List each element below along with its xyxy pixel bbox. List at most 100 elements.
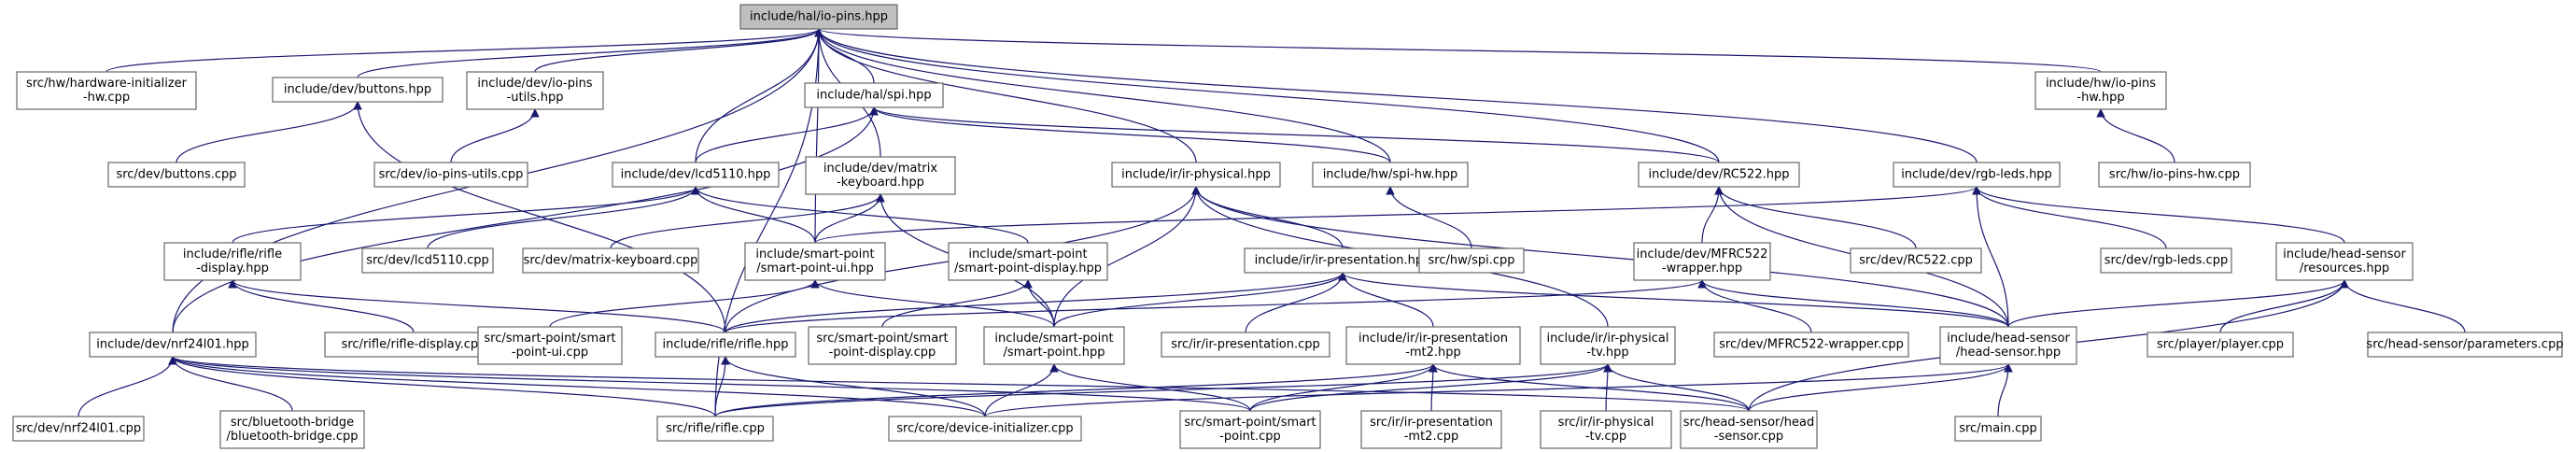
node-label: src/player/player.cpp <box>2157 338 2284 352</box>
dependency-edge <box>2219 279 2349 333</box>
file-node-sp-ui-cpp[interactable]: src/smart-point/smart-point-ui.cpp <box>477 326 623 365</box>
node-label: -sensor.cpp <box>1714 430 1783 444</box>
edge-path <box>1603 363 1750 412</box>
node-label: /resources.hpp <box>2300 261 2389 275</box>
edge-path <box>549 279 820 328</box>
file-node-io-pins-utils-hpp[interactable]: include/dev/io-pins-utils.hpp <box>466 71 604 110</box>
dependency-edge <box>814 28 2102 73</box>
dependency-edge <box>814 28 1978 163</box>
edge-path <box>814 28 823 244</box>
file-node-sp-display-hpp[interactable]: include/smart-point/smart-point-display.… <box>948 242 1108 281</box>
file-node-hs-cpp[interactable]: src/head-sensor/head-sensor.cpp <box>1680 410 1818 449</box>
file-node-player-cpp[interactable]: src/player/player.cpp <box>2147 332 2294 358</box>
file-node-sp-display-cpp[interactable]: src/smart-point/smart-point-display.cpp <box>808 326 957 365</box>
dependency-edge <box>1714 186 1917 249</box>
file-node-mfrc-cpp[interactable]: src/dev/MFRC522-wrapper.cpp <box>1713 332 1909 358</box>
node-label: include/rifle/rifle <box>183 247 282 261</box>
file-node-hw-init[interactable]: src/hw/hardware-initializer-hw.cpp <box>16 71 197 110</box>
dependency-edge <box>168 356 986 417</box>
node-label: src/dev/buttons.cpp <box>116 168 236 182</box>
file-node-params-cpp[interactable]: src/head-sensor/parameters.cpp <box>2366 332 2564 358</box>
dependency-edge <box>427 186 700 249</box>
node-label: src/dev/RC522.cpp <box>1859 254 1973 268</box>
file-node-nrf-cpp[interactable]: src/dev/nrf24l01.cpp <box>12 416 145 442</box>
node-box <box>612 162 780 188</box>
dependency-edge <box>1023 279 1055 328</box>
edge-path <box>714 363 1612 417</box>
edge-path <box>1053 272 1347 328</box>
file-node-hw-io-pins-hpp[interactable]: include/hw/io-pins-hw.hpp <box>2034 71 2167 110</box>
edge-path <box>1249 363 1438 412</box>
dependency-edge <box>714 356 730 417</box>
edge-path <box>1191 186 2009 328</box>
node-label: include/head-sensor <box>2283 247 2406 261</box>
file-node-matrix-kb-hpp[interactable]: include/dev/matrix-keyboard.hpp <box>805 156 956 195</box>
file-node-ir-pres-hpp[interactable]: include/ir/ir-presentation.hpp <box>1244 247 1442 274</box>
dependency-edge <box>77 356 177 417</box>
dependency-edge <box>1249 363 1612 412</box>
file-node-buttons-cpp[interactable]: src/dev/buttons.cpp <box>107 162 246 188</box>
file-node-nrf-hpp[interactable]: include/dev/nrf24l01.hpp <box>89 332 257 358</box>
file-node-ir-phys-tv-hpp[interactable]: include/ir/ir-physical-tv.hpp <box>1540 326 1676 365</box>
node-label: src/rifle/rifle-display.cpp <box>342 338 486 352</box>
node-box <box>1179 410 1321 449</box>
node-box <box>477 326 623 365</box>
file-node-rgb-leds-hpp[interactable]: include/dev/rgb-leds.hpp <box>1893 162 2061 188</box>
file-node-ir-pres-mt2-cpp[interactable]: src/ir/ir-presentation-mt2.cpp <box>1360 410 1502 449</box>
file-node-hs-hpp[interactable]: include/head-sensor/head-sensor.hpp <box>1939 326 2077 365</box>
file-node-matrix-kb-cpp[interactable]: src/dev/matrix-keyboard.cpp <box>522 247 699 274</box>
file-node-ir-pres-mt2-hpp[interactable]: include/ir/ir-presentation-mt2.hpp <box>1345 326 1521 365</box>
edge-path <box>232 186 700 244</box>
edge-path <box>1338 272 1434 328</box>
file-node-rgb-leds-cpp[interactable]: src/dev/rgb-leds.cpp <box>2100 247 2232 274</box>
file-node-rc522-cpp[interactable]: src/dev/RC522.cpp <box>1850 247 1982 274</box>
file-node-rifle-cpp[interactable]: src/rifle/rifle.cpp <box>656 416 774 442</box>
file-node-rifle-display-hpp[interactable]: include/rifle/rifle-display.hpp <box>163 242 302 281</box>
node-label: include/dev/RC522.hpp <box>1649 168 1790 182</box>
node-label: src/hw/hardware-initializer <box>26 77 188 91</box>
file-node-io-pins-utils-cpp[interactable]: src/dev/io-pins-utils.cpp <box>373 162 528 188</box>
file-node-spi-hw-hpp[interactable]: include/hw/spi-hw.hpp <box>1312 162 1469 188</box>
file-node-ir-physical-hpp[interactable]: include/ir/ir-physical.hpp <box>1111 162 1281 188</box>
file-node-rifle-hpp[interactable]: include/rifle/rifle.hpp <box>655 332 796 358</box>
node-box <box>373 162 528 188</box>
edge-path <box>1249 363 1612 412</box>
file-node-io-pins[interactable]: include/hal/io-pins.hpp <box>739 4 898 30</box>
file-node-spi-hpp[interactable]: include/hal/spi.hpp <box>804 82 944 108</box>
file-node-rifle-display-cpp[interactable]: src/rifle/rifle-display.cpp <box>324 332 503 358</box>
file-node-ir-phys-tv-cpp[interactable]: src/ir/ir-physical-tv.cpp <box>1540 410 1672 449</box>
file-node-hs-resources-hpp[interactable]: include/head-sensor/resources.hpp <box>2275 242 2414 281</box>
node-label: src/main.cpp <box>1959 422 2037 436</box>
file-node-bt-bridge-cpp[interactable]: src/bluetooth-bridge/bluetooth-bridge.cp… <box>219 410 365 449</box>
node-label: src/dev/nrf24l01.cpp <box>16 422 141 436</box>
file-node-dev-init-cpp[interactable]: src/core/device-initializer.cpp <box>888 416 1082 442</box>
node-label: -tv.cpp <box>1585 430 1626 444</box>
file-node-main-cpp[interactable]: src/main.cpp <box>1954 416 2042 442</box>
file-node-sp-ui-hpp[interactable]: include/smart-point/smart-point-ui.hpp <box>744 242 886 281</box>
node-box <box>89 332 257 358</box>
edge-path <box>1701 186 1724 244</box>
dependency-edge <box>1053 272 1347 328</box>
node-box <box>655 332 796 358</box>
file-node-lcd5110-hpp[interactable]: include/dev/lcd5110.hpp <box>612 162 780 188</box>
edge-path <box>2340 279 2466 333</box>
file-node-spi-cpp[interactable]: src/hw/spi.cpp <box>1418 247 1525 274</box>
edge-path <box>357 28 823 78</box>
node-box <box>272 77 443 103</box>
node-box <box>1418 247 1525 274</box>
file-node-ir-pres-cpp[interactable]: src/ir/ir-presentation.cpp <box>1161 332 1330 358</box>
file-node-mfrc-hpp[interactable]: include/dev/MFRC522-wrapper.hpp <box>1633 242 1771 281</box>
dependency-edge <box>450 108 540 163</box>
file-node-sp-cpp[interactable]: src/smart-point/smart-point.cpp <box>1179 410 1321 449</box>
file-node-hw-io-pins-cpp[interactable]: src/hw/io-pins-hw.cpp <box>2098 162 2251 188</box>
node-box <box>1680 410 1818 449</box>
node-box <box>1244 247 1442 274</box>
file-node-lcd5110-cpp[interactable]: src/dev/lcd5110.cpp <box>361 247 494 274</box>
file-node-buttons-hpp[interactable]: include/dev/buttons.hpp <box>272 77 443 103</box>
node-label: include/dev/matrix <box>823 162 937 176</box>
dependency-edge <box>725 272 1347 333</box>
dependency-edge <box>881 279 1033 328</box>
node-label: include/hal/io-pins.hpp <box>750 10 888 24</box>
file-node-sp-hpp[interactable]: include/smart-point/smart-point.hpp <box>983 326 1125 365</box>
file-node-rc522-hpp[interactable]: include/dev/RC522.hpp <box>1638 162 1800 188</box>
